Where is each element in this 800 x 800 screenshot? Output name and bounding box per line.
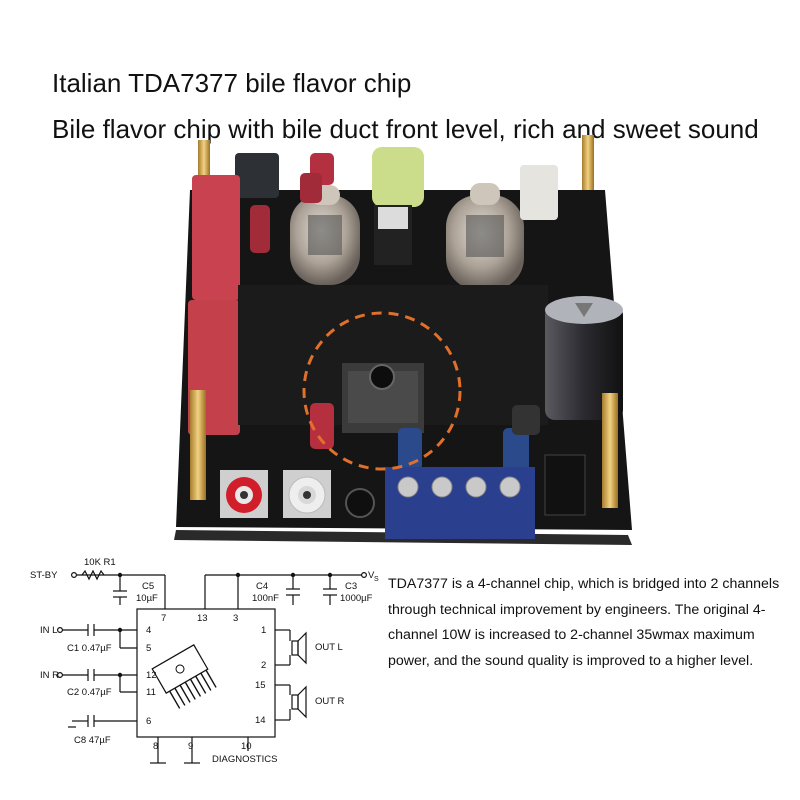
- pin-5: 5: [146, 643, 151, 654]
- label-r1: 10K R1: [84, 557, 116, 568]
- pin-9: 9: [188, 741, 193, 752]
- pin-1: 1: [261, 625, 266, 636]
- pin-11: 11: [146, 687, 156, 698]
- label-vs-sub: S: [374, 576, 379, 583]
- label-vs: V: [368, 570, 375, 581]
- pin-8: 8: [153, 741, 158, 752]
- film-cap-red-top: [192, 175, 240, 300]
- subheadline: Bile flavor chip with bile duct front le…: [52, 114, 759, 144]
- label-in-r: IN R: [40, 670, 59, 681]
- label-out-r: OUT R: [315, 696, 345, 707]
- blue-cap-1: [398, 428, 422, 470]
- vacuum-tube-right: [446, 183, 524, 290]
- description-text: TDA7377 is a 4-channel chip, which is br…: [388, 576, 780, 669]
- heatsink-screw: [369, 364, 395, 390]
- label-c3-name: C3: [345, 581, 357, 592]
- green-inductor: [372, 147, 424, 207]
- label-c5-name: C5: [142, 581, 154, 592]
- label-c3-value: 1000µF: [340, 593, 373, 604]
- label-c4-name: C4: [256, 581, 268, 592]
- regulator-tab: [378, 207, 408, 229]
- pin-7: 7: [161, 613, 166, 624]
- standoff-front-left: [190, 390, 206, 500]
- label-c4-value: 100nF: [252, 593, 279, 604]
- label-c1: C1 0.47µF: [67, 643, 112, 654]
- dc-power-jack: [544, 454, 586, 516]
- pin-3: 3: [233, 613, 238, 624]
- standoff-rear-right: [582, 135, 594, 195]
- pin-13: 13: [197, 613, 208, 624]
- pin-15: 15: [255, 680, 266, 691]
- rear-cap-blue: [235, 153, 279, 198]
- label-diagnostics: DIAGNOSTICS: [212, 754, 277, 765]
- headline: Italian TDA7377 bile flavor chip: [52, 68, 412, 98]
- red-cap-front: [310, 403, 334, 449]
- amplifier-board-photo: [174, 135, 632, 545]
- chip-highlight-circle: [302, 311, 462, 471]
- white-switch: [520, 165, 558, 220]
- label-st-by: ST-BY: [30, 570, 58, 581]
- headphone-jack: [345, 488, 375, 518]
- label-c5-value: 10µF: [136, 593, 158, 604]
- description-block: TDA7377 is a 4-channel chip, which is br…: [388, 572, 796, 674]
- red-cap-top-2: [300, 173, 322, 203]
- pin-10: 10: [241, 741, 252, 752]
- label-c2: C2 0.47µF: [67, 687, 112, 698]
- rca-jack-left: [220, 470, 268, 518]
- pin-4: 4: [146, 625, 151, 636]
- rca-jack-right: [283, 470, 331, 518]
- blue-cap-2: [503, 428, 529, 472]
- blue-cap-3: [512, 405, 540, 435]
- pin-12: 12: [146, 670, 157, 681]
- main-filter-capacitor: [545, 296, 623, 420]
- label-in-l: IN L: [40, 625, 57, 636]
- application-schematic: ST-BY 10K R1 V S C5 10µF C4 100nF C3 100…: [30, 557, 379, 765]
- speaker-terminal-block: [385, 467, 535, 539]
- label-out-l: OUT L: [315, 642, 343, 653]
- tda7377-package-icon: [151, 644, 217, 709]
- pin-14: 14: [255, 715, 266, 726]
- label-c8: C8 47µF: [74, 735, 111, 746]
- red-cap-mid: [250, 205, 270, 253]
- standoff-front-right: [602, 393, 618, 508]
- pin-2: 2: [261, 660, 266, 671]
- pin-6: 6: [146, 716, 151, 727]
